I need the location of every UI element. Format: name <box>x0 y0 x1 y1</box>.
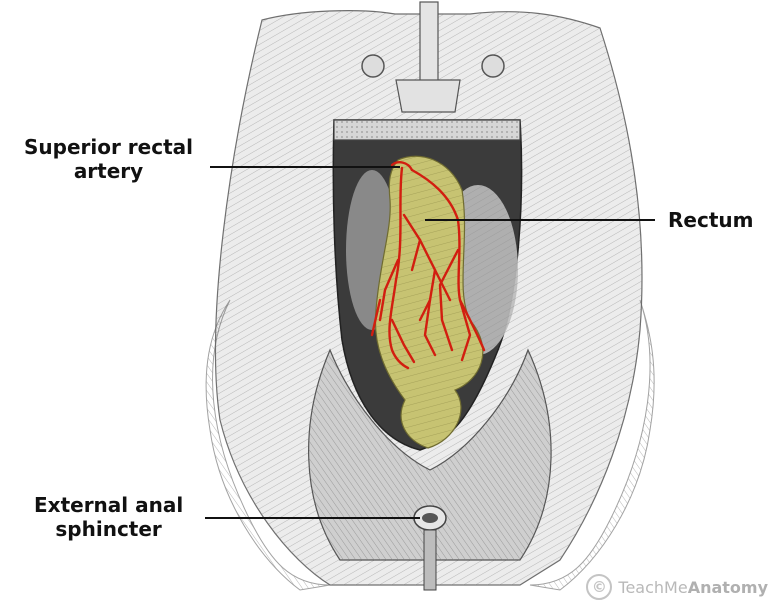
teachmeanatomy-watermark: © TeachMeAnatomy <box>586 574 768 600</box>
label-line-1: External anal <box>34 493 184 517</box>
perineal-muscles <box>308 348 552 591</box>
label-line-1: Superior rectal <box>24 135 194 159</box>
watermark-text: TeachMeAnatomy <box>618 578 768 597</box>
watermark-brand-bold: Anatomy <box>687 577 768 597</box>
watermark-brand-regular: TeachMe <box>618 577 688 597</box>
label-superior-rectal-artery: Superior rectal artery <box>24 135 193 183</box>
superior-rectal-artery-vessels <box>370 161 486 370</box>
copyright-icon: © <box>586 574 613 600</box>
label-rectum: Rectum <box>668 208 754 232</box>
leader-lines <box>205 166 655 519</box>
label-line-2: sphincter <box>55 517 162 541</box>
label-line-2: artery <box>73 159 144 183</box>
label-external-anal-sphincter: External anal sphincter <box>34 493 183 541</box>
